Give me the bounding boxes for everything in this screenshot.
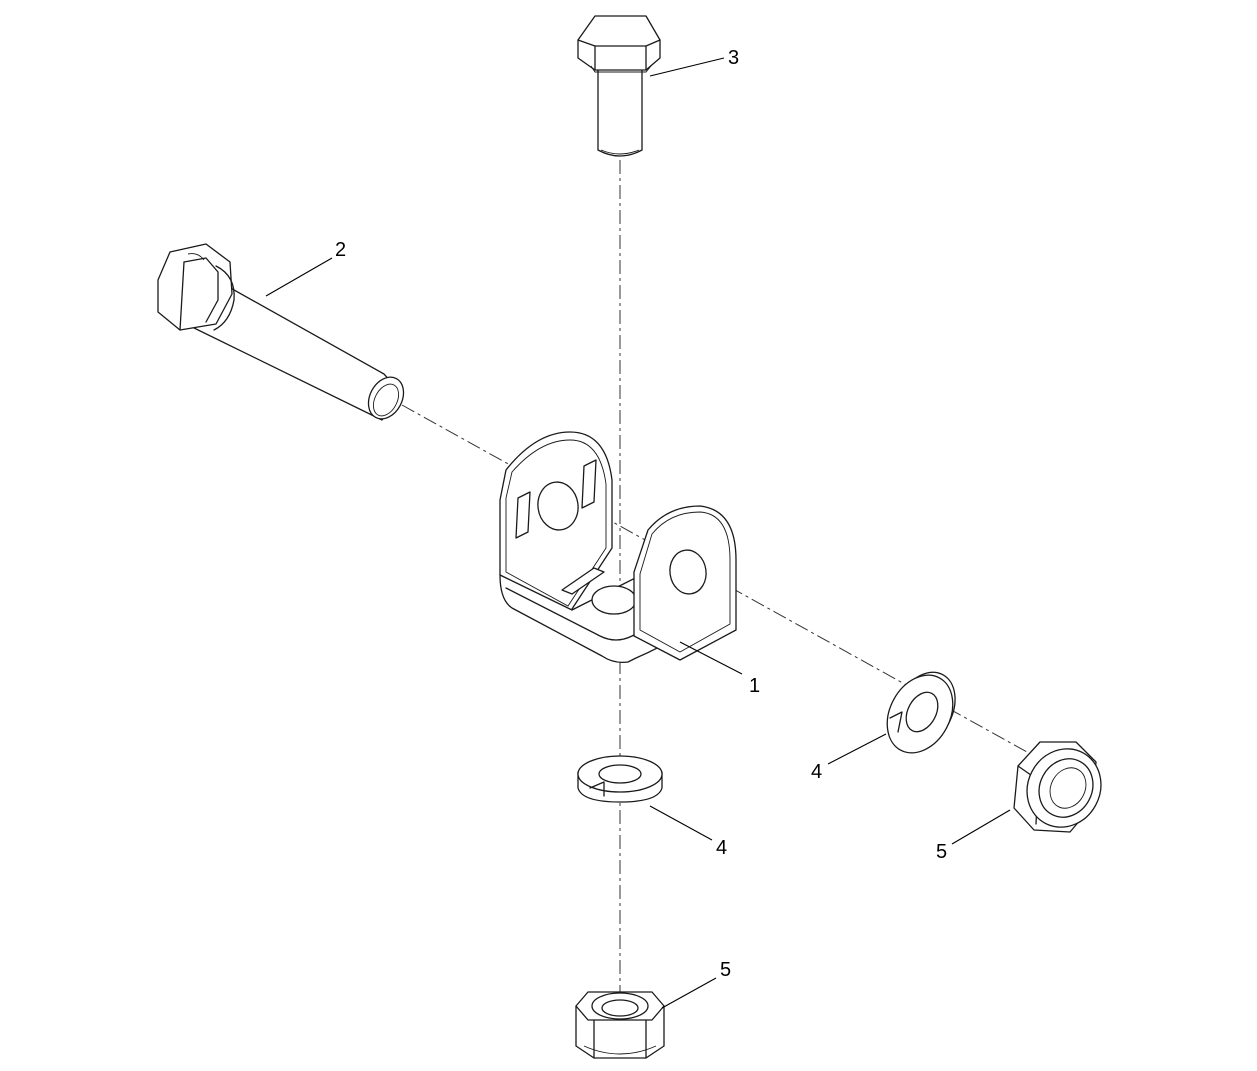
lock-nut-vertical (575, 991, 665, 1059)
lock-washer-vertical (577, 755, 663, 803)
leader-line-3 (649, 57, 725, 77)
callout-3: 3 (728, 47, 739, 69)
cap-screw-diagonal (157, 243, 405, 421)
callout-5-diagonal: 5 (936, 841, 947, 863)
callout-4-vertical: 4 (716, 837, 727, 859)
leader-line-2 (265, 257, 333, 297)
leader-line-4a (827, 733, 887, 765)
leader-line-5a (951, 809, 1011, 845)
leader-line-4b (649, 805, 713, 841)
mounting-bracket (499, 431, 737, 664)
lock-nut-diagonal (1013, 741, 1102, 833)
leader-line-1 (679, 641, 743, 675)
callout-4-diagonal: 4 (811, 761, 822, 783)
callout-1: 1 (749, 675, 760, 697)
lock-washer-diagonal (886, 671, 956, 754)
cap-screw-vertical (577, 15, 661, 157)
callout-5-vertical: 5 (720, 959, 731, 981)
callout-2: 2 (335, 239, 346, 261)
leader-line-5b (661, 977, 717, 1009)
